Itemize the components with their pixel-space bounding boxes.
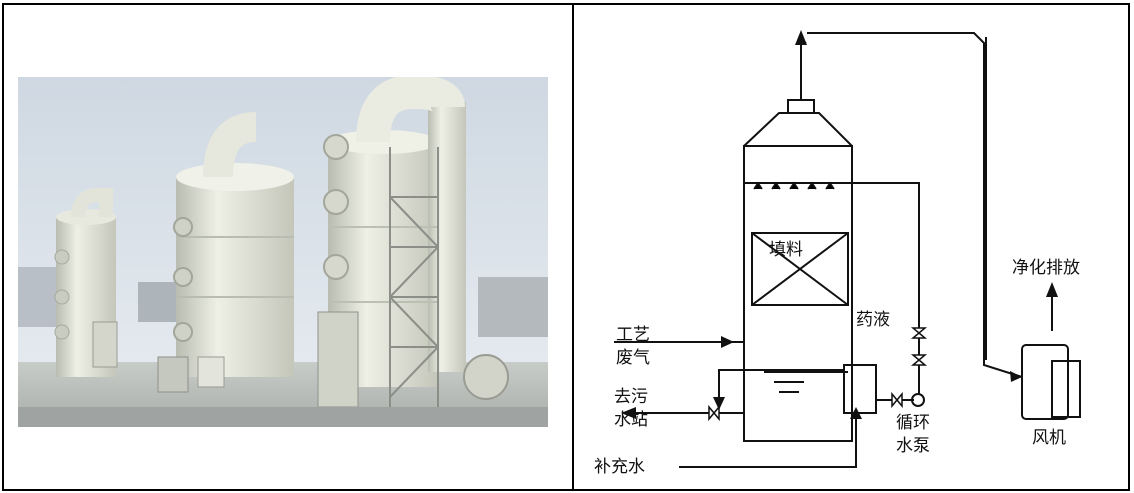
scrubber-photo (18, 77, 548, 427)
fan-housing (463, 354, 509, 400)
fan-body (1021, 344, 1069, 420)
arrowheads (621, 30, 1058, 419)
drain-label-1: 去污 (614, 387, 648, 407)
pump-label-1: 循环 (896, 413, 930, 433)
recirc-line (852, 182, 920, 318)
packing-box (751, 232, 849, 306)
scrubber-photo-drawing (18, 77, 548, 427)
process-diagram-drawing: 填料 药液 工艺 废气 去污 水站 补充水 循环 水泵 净化排放 风机 (594, 30, 1081, 477)
duct-to-fan (807, 32, 1023, 378)
makeup-label: 补充水 (594, 457, 645, 477)
exhaust-label-2: 废气 (616, 348, 650, 368)
exhaust-label-1: 工艺 (616, 325, 650, 345)
valves (708, 327, 928, 422)
tower-body (743, 145, 853, 442)
spray-nozzles (753, 181, 835, 190)
middle-tower (92, 112, 294, 377)
fan-motor (1051, 360, 1081, 418)
chemical-label: 药液 (856, 310, 890, 330)
scaffold (389, 147, 439, 417)
figure-frame (2, 3, 1130, 491)
discharge-label: 净化排放 (1012, 258, 1080, 278)
tower-outlet (787, 99, 815, 114)
column-divider (572, 3, 574, 491)
control-box (317, 311, 359, 408)
packing-label: 填料 (769, 240, 803, 260)
pump-label-2: 水泵 (896, 436, 930, 456)
dosing-box (843, 364, 877, 414)
fan-label: 风机 (1032, 428, 1066, 448)
process-diagram: 填料 药液 工艺 废气 去污 水站 补充水 循环 水泵 净化排放 风机 (574, 5, 1128, 489)
drain-label-2: 水站 (614, 410, 648, 430)
tower-top (743, 112, 853, 147)
return-line (718, 369, 844, 401)
makeup-line (679, 413, 857, 468)
